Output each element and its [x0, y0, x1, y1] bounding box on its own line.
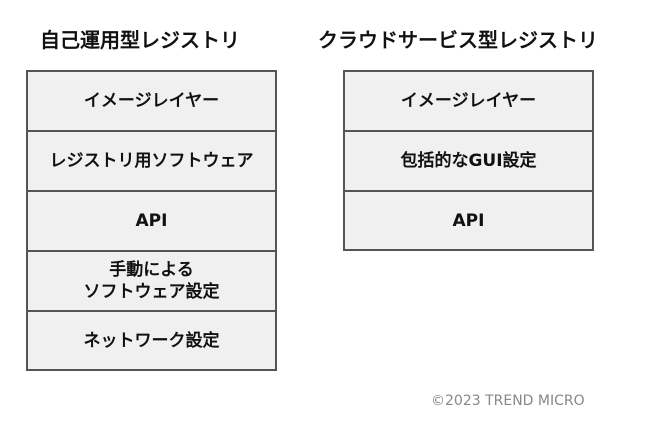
- self-hosted-stack: イメージレイヤー レジストリ用ソフトウェア API 手動による ソフトウェア設定…: [26, 70, 277, 371]
- layer-api: API: [28, 192, 275, 252]
- layer-image: イメージレイヤー: [345, 72, 592, 132]
- layer-registry-software: レジストリ用ソフトウェア: [28, 132, 275, 192]
- layer-gui-config: 包括的なGUI設定: [345, 132, 592, 192]
- layer-api: API: [452, 211, 485, 231]
- layer-manual-config: 手動による ソフトウェア設定: [28, 252, 275, 312]
- self-hosted-registry-title: 自己運用型レジストリ: [40, 28, 240, 52]
- cloud-stack: イメージレイヤー 包括的なGUI設定 API: [343, 70, 594, 251]
- cloud-registry-title: クラウドサービス型レジストリ: [318, 28, 598, 52]
- copyright: ©2023 TREND MICRO: [431, 393, 585, 409]
- layer-image: イメージレイヤー: [28, 72, 275, 132]
- layer-network-config: ネットワーク設定: [83, 331, 220, 351]
